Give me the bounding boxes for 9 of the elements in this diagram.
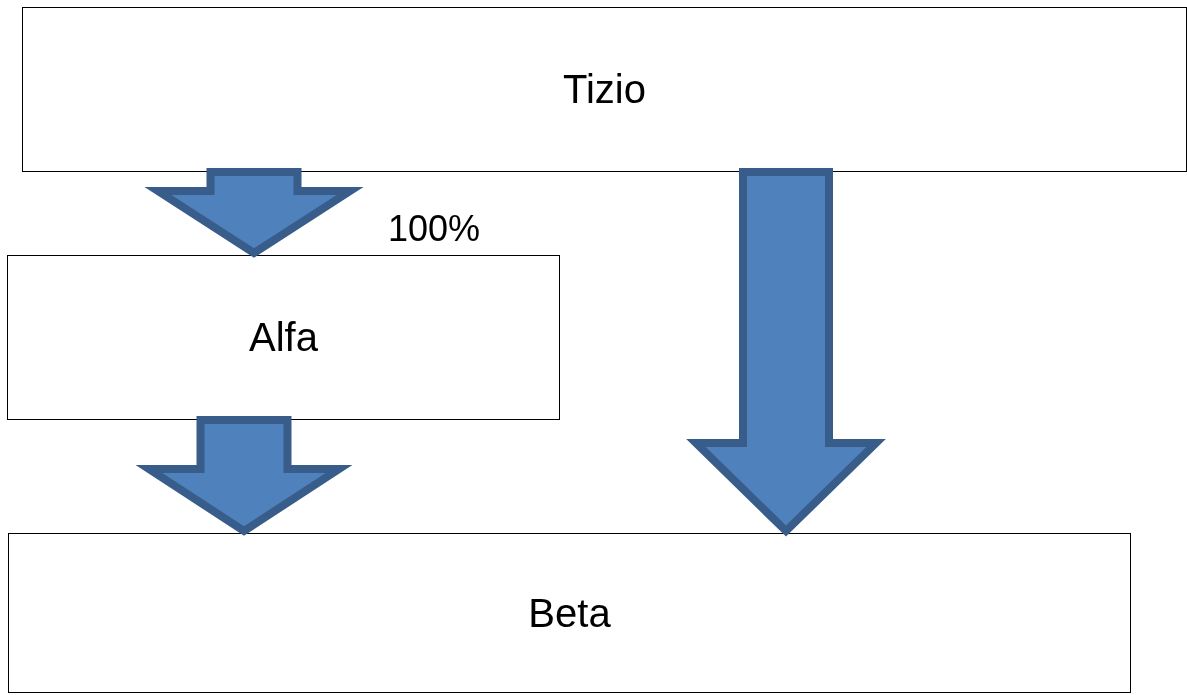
process-box	[8, 533, 1131, 693]
box-label: Beta	[528, 590, 611, 636]
block-arrow	[144, 168, 364, 258]
process-box	[22, 7, 1187, 172]
block-arrow	[686, 168, 886, 537]
process-box	[7, 255, 560, 420]
block-arrow	[135, 416, 353, 536]
box-label: Alfa	[249, 315, 318, 360]
box-label: Tizio	[563, 67, 646, 112]
